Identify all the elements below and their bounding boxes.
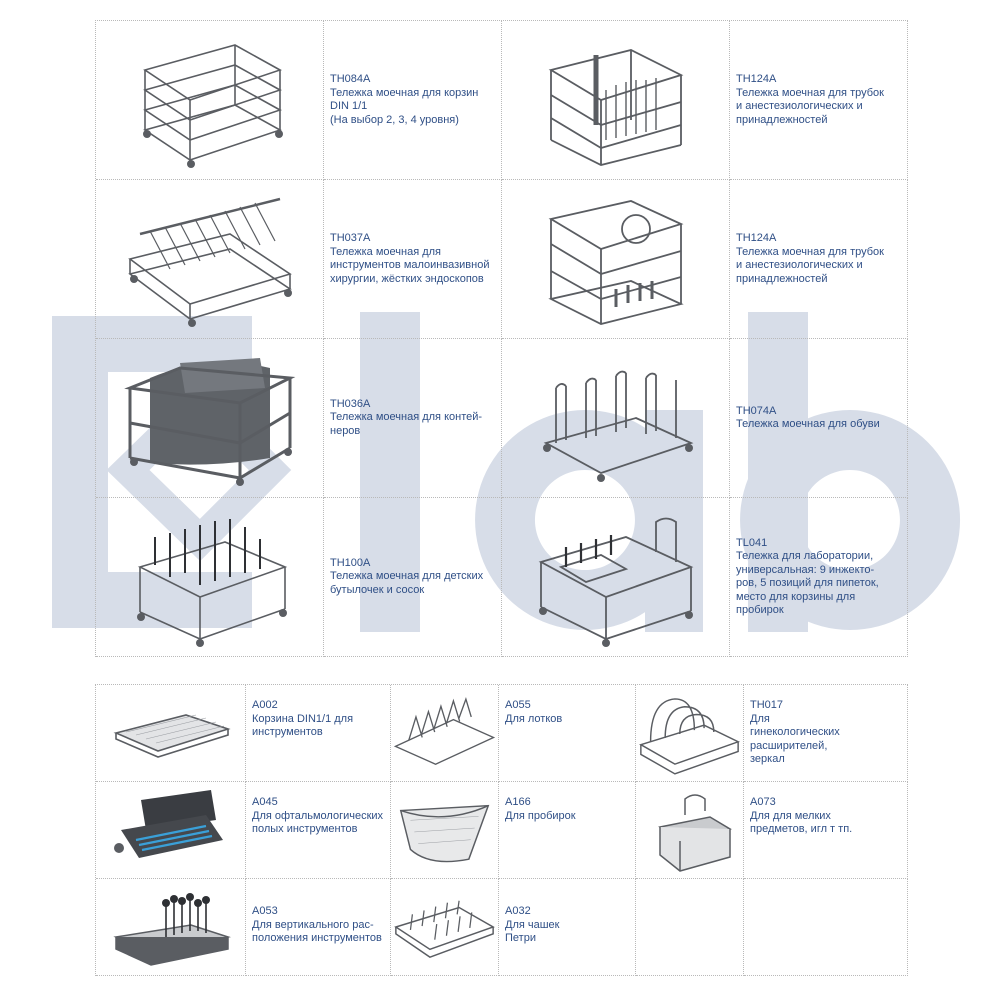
product-description: Для чашек Петри: [505, 918, 560, 945]
product-description: Для офтальмологических полых инструменто…: [252, 809, 384, 836]
product-description: Тележка моечная для детских бутылочек и …: [330, 570, 484, 596]
product-code: TH084A: [330, 73, 371, 85]
product-description: Тележка моечная для инструментов малоинв…: [330, 245, 490, 285]
product-description: Для вертикального рас- положения инструм…: [252, 918, 382, 945]
product-a055: A055 Для лотков: [499, 685, 636, 782]
product-description: Тележка моечная для трубок и анестезиоло…: [736, 245, 884, 285]
product-code: TH017: [750, 699, 784, 711]
product-code: TL041: [736, 536, 768, 549]
product-description: Тележка для лаборатории, универсальная: …: [736, 550, 879, 616]
product-a045: A045 Для офтальмологических полых инстру…: [246, 782, 391, 879]
product-image-th100a: [96, 498, 324, 657]
product-description: Для гинекологических расширителей, зерка…: [750, 712, 840, 766]
product-image-a073: [636, 782, 744, 879]
product-image-th074a: [502, 339, 730, 498]
empty-cell: [636, 879, 744, 976]
product-th074a: TH074A Тележка моечная для обуви: [730, 339, 908, 498]
product-th036a: TH036A Тележка моечная для контей- неров: [324, 339, 502, 498]
product-code: A045: [252, 796, 278, 808]
product-th124a-2: TH124A Тележка моечная для трубок и анес…: [730, 180, 908, 339]
trolley-grid: TH084A Тележка моечная для корзин DIN 1/…: [95, 20, 908, 657]
product-a166: A166 Для пробирок: [499, 782, 636, 879]
product-code: TH037A: [330, 232, 371, 244]
product-description: Тележка моечная для обуви: [736, 418, 880, 430]
product-description: Для лотков: [505, 712, 563, 725]
product-th037a: TH037A Тележка моечная для инструментов …: [324, 180, 502, 339]
product-th124a-1: TH124A Тележка моечная для трубок и анес…: [730, 21, 908, 180]
empty-cell: [744, 879, 908, 976]
product-code: A166: [505, 796, 531, 808]
product-image-th124a: [502, 21, 730, 180]
product-description: Тележка моечная для корзин DIN 1/1 (На в…: [330, 86, 479, 126]
product-image-th036a: [96, 339, 324, 498]
product-code: TH124A: [736, 73, 777, 85]
product-image-a055: [391, 685, 499, 782]
product-tl041: TL041 Тележка для лаборатории, универсал…: [730, 498, 908, 657]
product-code: A032: [505, 905, 531, 917]
product-image-a166: [391, 782, 499, 879]
product-description: Тележка моечная для контей- неров: [330, 411, 483, 437]
product-code: TH074A: [736, 404, 777, 417]
product-image-th124a-2: [502, 180, 730, 339]
product-a032: A032 Для чашек Петри: [499, 879, 636, 976]
product-image-a002: [96, 685, 246, 782]
product-code: TH036A: [330, 397, 371, 410]
product-th084a: TH084A Тележка моечная для корзин DIN 1/…: [324, 21, 502, 180]
product-code: A002: [252, 699, 278, 711]
product-image-a045: [96, 782, 246, 879]
product-image-a053: [96, 879, 246, 976]
product-code: A073: [750, 796, 776, 808]
product-code: A053: [252, 905, 278, 917]
product-a073: A073 Для для мелких предметов, игл т тп.: [744, 782, 908, 879]
product-image-a032: [391, 879, 499, 976]
product-description: Тележка моечная для трубок и анестезиоло…: [736, 86, 884, 126]
product-code: TH124A: [736, 232, 777, 244]
product-code: A055: [505, 699, 531, 711]
product-image-th017: [636, 685, 744, 782]
product-th017: TH017 Для гинекологических расширителей,…: [744, 685, 908, 782]
product-image-tl041: [502, 498, 730, 657]
product-th100a: TH100A Тележка моечная для детских бутыл…: [324, 498, 502, 657]
product-a002: A002 Корзина DIN1/1 для инструментов: [246, 685, 391, 782]
product-description: Корзина DIN1/1 для инструментов: [252, 712, 354, 739]
accessory-grid: A002 Корзина DIN1/1 для инструментов A05…: [95, 684, 908, 976]
product-code: TH100A: [330, 556, 371, 569]
product-description: Для пробирок: [505, 809, 576, 822]
product-image-th037a: [96, 180, 324, 339]
product-image-th084a: [96, 21, 324, 180]
product-a053: A053 Для вертикального рас- положения ин…: [246, 879, 391, 976]
product-description: Для для мелких предметов, игл т тп.: [750, 809, 853, 836]
